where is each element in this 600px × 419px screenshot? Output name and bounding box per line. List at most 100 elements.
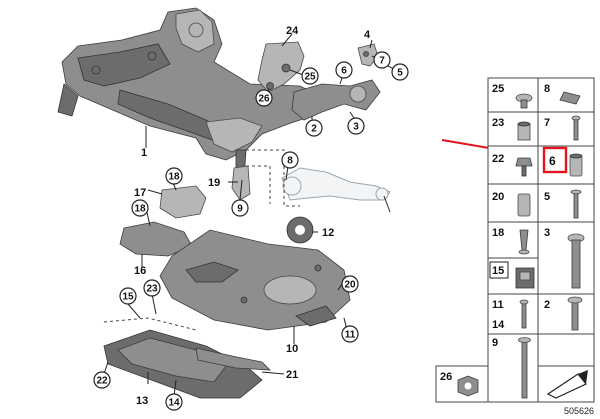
callout-26[interactable]: 26 [255, 89, 273, 107]
grid-label-8[interactable]: 8 [544, 83, 550, 95]
svg-text:25: 25 [304, 72, 316, 83]
front-subframe [57, 7, 321, 181]
bar-21 [195, 347, 272, 371]
svg-text:22: 22 [96, 376, 108, 387]
grid-label-2[interactable]: 2 [544, 299, 550, 311]
svg-text:22: 22 [492, 153, 504, 165]
grid-label-3[interactable]: 3 [544, 227, 550, 239]
grid-label-26[interactable]: 26 [440, 371, 452, 383]
svg-text:2: 2 [544, 299, 550, 311]
svg-text:23: 23 [146, 284, 158, 295]
mount-17 [159, 185, 207, 219]
svg-text:7: 7 [379, 56, 385, 67]
callout-20[interactable]: 20 [341, 275, 359, 293]
grid-label-7[interactable]: 7 [544, 117, 550, 129]
bracket-24 [257, 41, 305, 93]
main-assembly [57, 7, 397, 399]
callout-6[interactable]: 6 [335, 61, 353, 79]
svg-text:26: 26 [258, 94, 270, 105]
svg-text:2: 2 [311, 124, 317, 135]
svg-text:14: 14 [492, 319, 505, 331]
lower-shield-13 [103, 329, 263, 399]
svg-text:10: 10 [286, 343, 298, 355]
svg-text:25: 25 [492, 83, 504, 95]
grid-part-20 [517, 193, 531, 217]
grid-part-7 [571, 115, 581, 141]
grid-label-5[interactable]: 5 [544, 191, 550, 203]
svg-text:15: 15 [122, 292, 134, 303]
placeholder-arrow-icon [546, 370, 588, 399]
grid-part-6 [569, 153, 583, 177]
svg-text:15: 15 [492, 265, 504, 277]
callout-2[interactable]: 2 [305, 119, 323, 137]
callout-4[interactable]: 4 [364, 29, 371, 41]
svg-text:14: 14 [168, 398, 180, 409]
grid-part-26 [457, 375, 479, 397]
svg-text:9: 9 [237, 204, 243, 215]
svg-text:26: 26 [440, 371, 452, 383]
callout-12[interactable]: 12 [322, 227, 334, 239]
diagram-number: 505626 [564, 406, 594, 416]
callout-22[interactable]: 22 [93, 371, 111, 389]
grid-label-15[interactable]: 15 [489, 261, 509, 279]
svg-text:5: 5 [544, 191, 550, 203]
grid-label-9[interactable]: 9 [492, 337, 498, 349]
callout-24[interactable]: 24 [286, 25, 299, 37]
svg-text:16: 16 [134, 265, 146, 277]
grid-part-15 [515, 267, 535, 289]
nut-25 [281, 63, 291, 73]
callout-5[interactable]: 5 [391, 63, 409, 81]
callout-16[interactable]: 16 [134, 265, 146, 277]
callout-10[interactable]: 10 [286, 343, 298, 355]
svg-text:18: 18 [492, 227, 504, 239]
svg-text:23: 23 [492, 117, 504, 129]
svg-text:8: 8 [287, 156, 293, 167]
bracket-19 [231, 165, 251, 201]
callout-23[interactable]: 23 [143, 279, 161, 297]
plate-12 [286, 216, 314, 244]
grid-label-11[interactable]: 11 [492, 299, 504, 311]
svg-text:18: 18 [168, 172, 180, 183]
svg-text:20: 20 [344, 280, 356, 291]
grid-part-3 [567, 233, 585, 289]
callout-21[interactable]: 21 [286, 369, 298, 381]
callout-9[interactable]: 9 [231, 199, 249, 217]
svg-text:17: 17 [134, 187, 146, 199]
callout-17[interactable]: 17 [134, 187, 146, 199]
grid-label-18[interactable]: 18 [492, 227, 504, 239]
grid-label-6[interactable]: 6 [549, 154, 556, 168]
callout-1[interactable]: 1 [141, 147, 147, 159]
svg-text:11: 11 [492, 299, 504, 311]
callout-7[interactable]: 7 [373, 51, 391, 69]
callout-18-left[interactable]: 18 [131, 199, 149, 217]
grid-part-5 [570, 189, 582, 219]
svg-text:9: 9 [492, 337, 498, 349]
callout-13[interactable]: 13 [136, 395, 148, 407]
callout-14[interactable]: 14 [165, 393, 183, 411]
grid-label-20[interactable]: 20 [492, 191, 504, 203]
callout-8[interactable]: 8 [281, 151, 299, 169]
grid-label-25[interactable]: 25 [492, 83, 504, 95]
grid-label-14[interactable]: 14 [492, 319, 505, 331]
callout-18-top[interactable]: 18 [165, 167, 183, 185]
underbody-panel-10 [159, 229, 351, 331]
bushing-3 [349, 85, 367, 103]
callout-3[interactable]: 3 [347, 117, 365, 135]
svg-text:18: 18 [134, 204, 146, 215]
svg-text:6: 6 [341, 66, 347, 77]
grid-part-9 [518, 337, 531, 399]
callout-25[interactable]: 25 [301, 67, 319, 85]
grid-part-23 [517, 121, 531, 141]
bolt-26 [266, 82, 274, 90]
svg-text:8: 8 [544, 83, 550, 95]
grid-part-25 [515, 93, 533, 109]
callout-11[interactable]: 11 [341, 325, 359, 343]
svg-text:3: 3 [544, 227, 550, 239]
grid-label-22[interactable]: 22 [492, 153, 504, 165]
callout-19[interactable]: 19 [208, 177, 220, 189]
grid-label-23[interactable]: 23 [492, 117, 504, 129]
svg-text:1: 1 [141, 147, 147, 159]
grid-part-8 [559, 91, 581, 105]
callout-15[interactable]: 15 [119, 287, 137, 305]
